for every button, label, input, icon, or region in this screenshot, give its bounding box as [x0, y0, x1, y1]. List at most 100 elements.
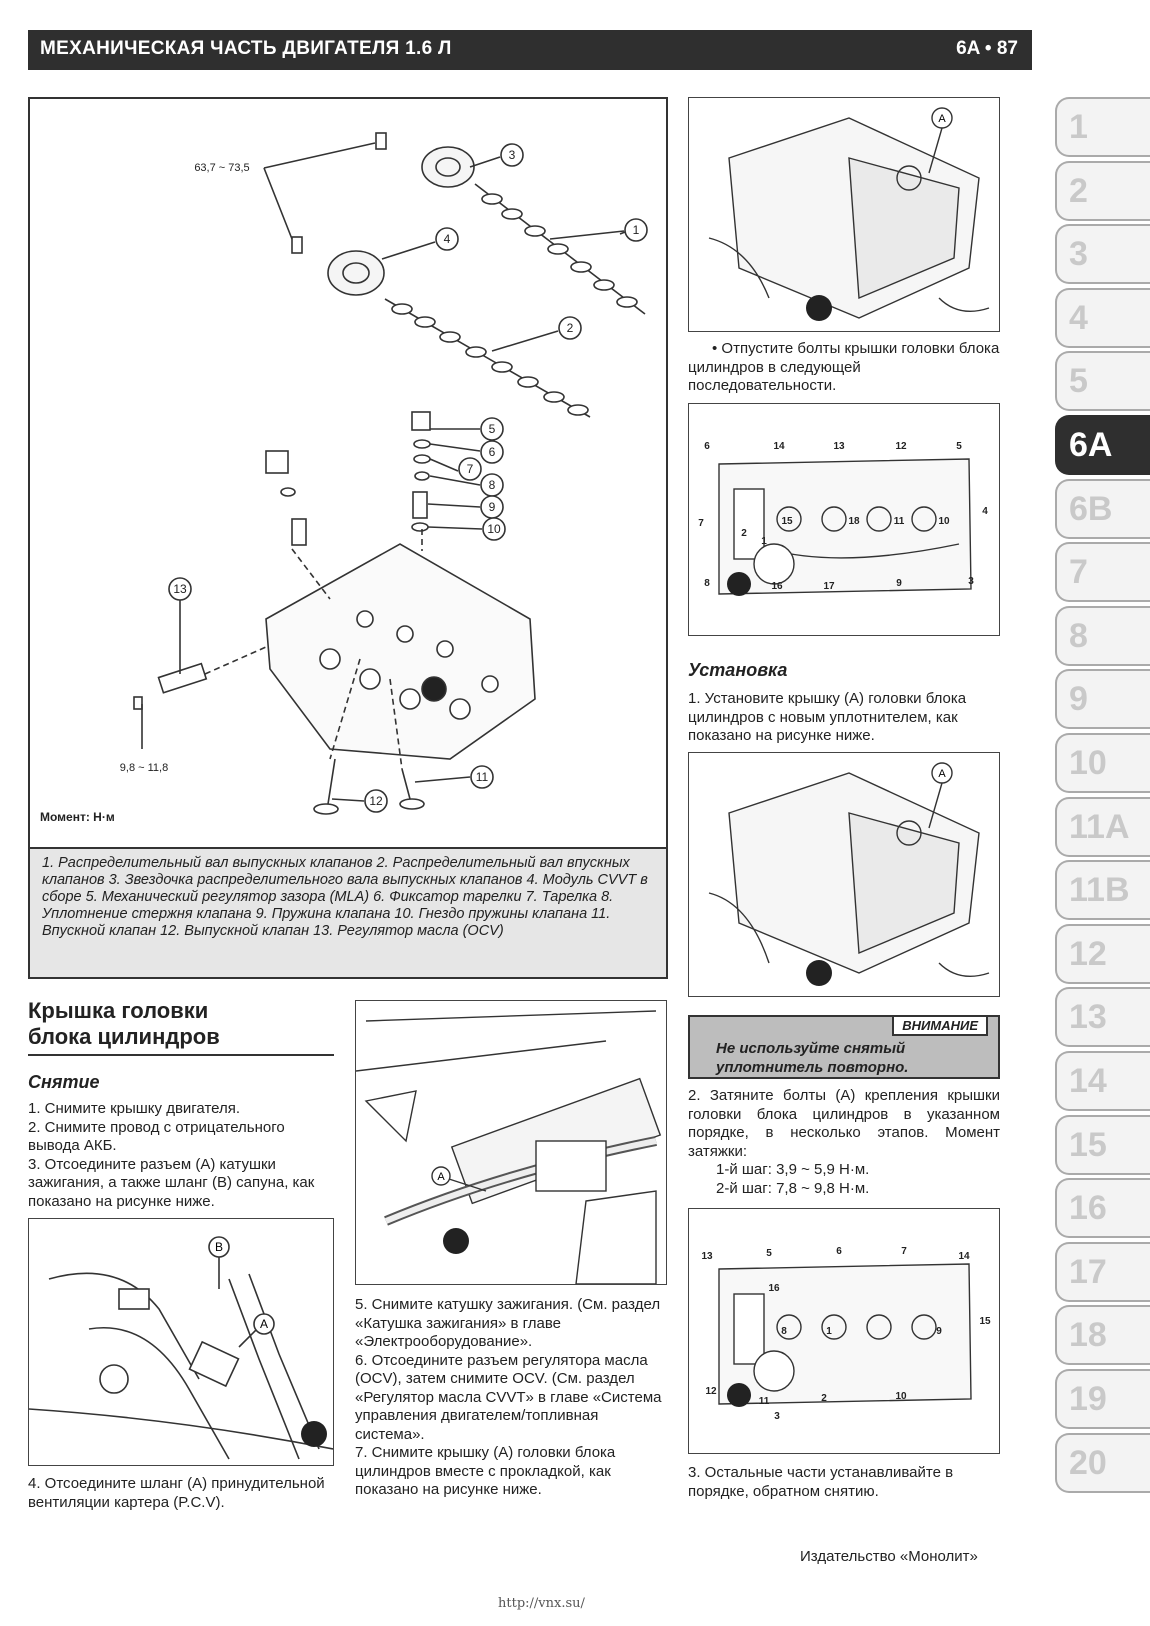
bolt-number: 1: [826, 1326, 832, 1337]
warning-label: ВНИМАНИЕ: [892, 1015, 988, 1036]
chapter-tab-2[interactable]: 2: [1055, 160, 1150, 221]
chapter-tab-12[interactable]: 12: [1055, 923, 1150, 984]
bolt-number: 12: [895, 441, 907, 452]
bolt-number: 15: [979, 1316, 991, 1327]
step-5: 5. Снимите катушку зажигания. (См. разде…: [355, 1296, 661, 1350]
bolt-number: 13: [701, 1251, 713, 1262]
engine-cover-figure-top: A: [688, 97, 1000, 332]
exploded-view-drawing: 3 1 4 2 5 6 7 8 9 10 11 12 13 63,7 ~ 73,…: [40, 132, 648, 824]
loosen-instruction: • Отпустите болты крышки головки блока ц…: [688, 340, 1000, 394]
hose-figure: B A: [28, 1218, 334, 1466]
callout-5: 5: [489, 422, 496, 436]
bolt-number: 10: [895, 1391, 907, 1402]
step-7: 7. Снимите крышку (A) головки блока цили…: [355, 1444, 616, 1498]
torque-bottom: 9,8 ~ 11,8: [120, 762, 168, 774]
chapter-tab-16[interactable]: 16: [1055, 1178, 1150, 1239]
step-1: 1. Снимите крышку двигателя.: [28, 1100, 241, 1117]
bolt-number: 15: [781, 516, 793, 527]
bolt-number: 3: [968, 576, 974, 587]
exploded-diagram-panel: 3 1 4 2 5 6 7 8 9 10 11 12 13 63,7 ~ 73,…: [28, 97, 668, 979]
bolt-number: 12: [705, 1386, 717, 1397]
bolt-number: 5: [766, 1248, 772, 1259]
source-url[interactable]: http://vnx.su/: [498, 1596, 585, 1611]
warning-box: ВНИМАНИЕ Не используйте снятый уплотните…: [688, 1015, 1000, 1079]
bolt-number: 2: [821, 1393, 827, 1404]
step-3: 3. Отсоедините разъем (A) катушки зажига…: [28, 1155, 315, 1210]
install-heading: Установка: [688, 660, 788, 680]
chapter-tab-3[interactable]: 3: [1055, 224, 1150, 285]
chapter-tab-18[interactable]: 18: [1055, 1305, 1150, 1366]
label-a: A: [260, 1317, 268, 1331]
removal-steps-5-7: 5. Снимите катушку зажигания. (См. разде…: [355, 1296, 667, 1500]
bolt-number: 14: [958, 1251, 970, 1262]
chapter-tab-13[interactable]: 13: [1055, 987, 1150, 1048]
bolt-number: 16: [771, 581, 783, 592]
removal-steps-1-3: 1. Снимите крышку двигателя. 2. Снимите …: [28, 1100, 336, 1211]
bolt-number: 2: [741, 528, 747, 539]
ignition-coil-drawing: A: [355, 1010, 662, 1285]
step-4: 4. Отсоедините шланг (A) принудительной …: [28, 1475, 325, 1511]
chapter-tab-8[interactable]: 8: [1055, 605, 1150, 666]
chapter-tab-11a[interactable]: 11A: [1055, 796, 1150, 857]
callout-7: 7: [467, 462, 474, 476]
chapter-tab-7[interactable]: 7: [1055, 542, 1150, 603]
chapter-tab-11b[interactable]: 11B: [1055, 860, 1150, 921]
install-step-2: 2. Затяните болты (A) крепления крышки г…: [688, 1087, 1000, 1198]
section-title-line1: Крышка головки: [28, 998, 209, 1023]
callout-12: 12: [369, 794, 383, 808]
callout-2: 2: [567, 321, 574, 335]
chapter-tab-4[interactable]: 4: [1055, 287, 1150, 348]
chapter-tab-6a[interactable]: 6A: [1055, 415, 1150, 475]
callout-10: 10: [487, 522, 501, 536]
section-title-line2: блока цилиндров: [28, 1024, 220, 1049]
bolt-number: 14: [773, 441, 785, 452]
step-6: 6. Отсоедините разъем регулятора масла (…: [355, 1351, 662, 1443]
bolt-number: 11: [759, 1396, 770, 1407]
bolt-number: 4: [982, 506, 988, 517]
torque-step-1: 1-й шаг: 3,9 ~ 5,9 Н·м.: [716, 1161, 870, 1178]
chapter-tab-20[interactable]: 20: [1055, 1432, 1150, 1493]
page-header: МЕХАНИЧЕСКАЯ ЧАСТЬ ДВИГАТЕЛЯ 1.6 Л 6A • …: [28, 30, 1032, 70]
bolt-number: 7: [901, 1246, 907, 1257]
step-2: 2. Снимите провод с отрицательного вывод…: [28, 1118, 285, 1155]
chapter-tab-5[interactable]: 5: [1055, 351, 1150, 412]
chapter-tab-1[interactable]: 1: [1055, 97, 1150, 157]
chapter-tab-15[interactable]: 15: [1055, 1114, 1150, 1175]
install-step-1: 1. Установите крышку (A) головки блока ц…: [688, 690, 967, 744]
chapter-tab-10[interactable]: 10: [1055, 733, 1150, 793]
bolt-number: 1: [761, 536, 767, 547]
chapter-tab-9[interactable]: 9: [1055, 669, 1150, 730]
chapter-tab-19[interactable]: 19: [1055, 1369, 1150, 1429]
hose-drawing: B A: [28, 1236, 334, 1460]
chapter-tab-17[interactable]: 17: [1055, 1241, 1150, 1302]
chapter-title: МЕХАНИЧЕСКАЯ ЧАСТЬ ДВИГАТЕЛЯ 1.6 Л: [40, 38, 452, 59]
warning-text: Не используйте снятый уплотнитель повтор…: [716, 1040, 909, 1076]
torque-top: 63,7 ~ 73,5: [194, 162, 249, 174]
callout-8: 8: [489, 478, 496, 492]
chapter-tab-14[interactable]: 14: [1055, 1051, 1150, 1111]
callout-3: 3: [509, 148, 516, 162]
label-a-top: A: [938, 113, 946, 125]
install-step-3: 3. Остальные части устанавливайте в поря…: [688, 1464, 954, 1500]
callout-13: 13: [173, 582, 187, 596]
callout-4: 4: [444, 232, 451, 246]
moment-label: Момент: Н·м: [40, 810, 115, 824]
bolt-number: 9: [896, 578, 902, 589]
bolt-number: 17: [823, 581, 835, 592]
bolt-number: 11: [894, 516, 905, 527]
install-step-2-text: 2. Затяните болты (A) крепления крышки г…: [688, 1087, 1000, 1160]
chapter-tab-6b[interactable]: 6B: [1055, 478, 1150, 539]
removal-heading: Снятие: [28, 1072, 100, 1092]
bolt-number: 9: [936, 1326, 942, 1337]
label-a-install: A: [938, 768, 946, 780]
engine-cover-drawing-top: A: [708, 107, 990, 321]
bolt-number: 10: [938, 516, 950, 527]
bolt-number: 7: [698, 518, 704, 529]
section-title: Крышка головки блока цилиндров: [28, 998, 338, 1050]
page-number: 6A • 87: [956, 38, 1018, 59]
bolt-number: 13: [833, 441, 845, 452]
